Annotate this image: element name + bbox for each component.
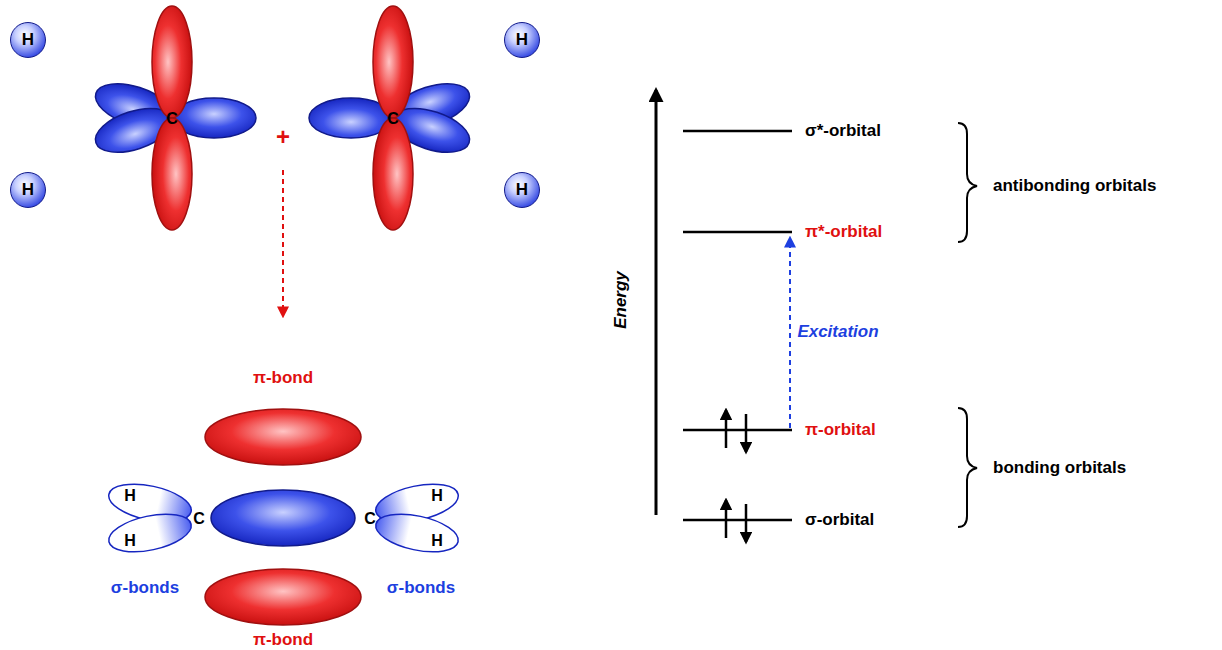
atom-symbol: H [124,532,136,550]
energy-levels [683,131,792,520]
bond-label: σ-bonds [387,579,455,598]
electron-arrows [726,410,746,542]
curly-brackets [958,123,977,527]
hydrogen-atom: H [504,22,540,58]
bond-label: π-bond [253,631,313,650]
axis-label: Energy [612,271,631,329]
bond-label: σ-bonds [111,579,179,598]
atom-symbol: C [364,510,376,528]
atom-symbol: C [193,510,205,528]
hydrogen-atom: H [10,172,46,208]
group-label: bonding orbitals [993,459,1126,478]
atom-symbol: H [22,180,34,200]
carbon-orbitals [90,6,475,230]
atom-symbol: H [431,487,443,505]
excitation-arrow [789,238,791,428]
plus-sign: + [276,124,290,150]
orbital-label: σ-orbital [805,511,874,530]
atom-symbol: H [516,180,528,200]
bond-label: π-bond [253,369,313,388]
atom-symbol: H [124,487,136,505]
hydrogen-atom: H [10,22,46,58]
atom-symbol: H [516,30,528,50]
energy-axis [655,90,658,515]
transition-label: Excitation [797,323,878,342]
hydrogen-atom: H [504,172,540,208]
atom-symbol: C [166,110,178,128]
group-label: antibonding orbitals [993,177,1156,196]
orbital-label: σ*-orbital [805,122,881,141]
orbital-label: π*-orbital [805,223,882,242]
ethylene-orbitals [105,409,461,625]
atom-symbol: H [431,532,443,550]
orbital-label: π-orbital [805,421,876,440]
atom-symbol: H [22,30,34,50]
atom-symbol: C [387,110,399,128]
reaction-arrow [282,170,284,316]
